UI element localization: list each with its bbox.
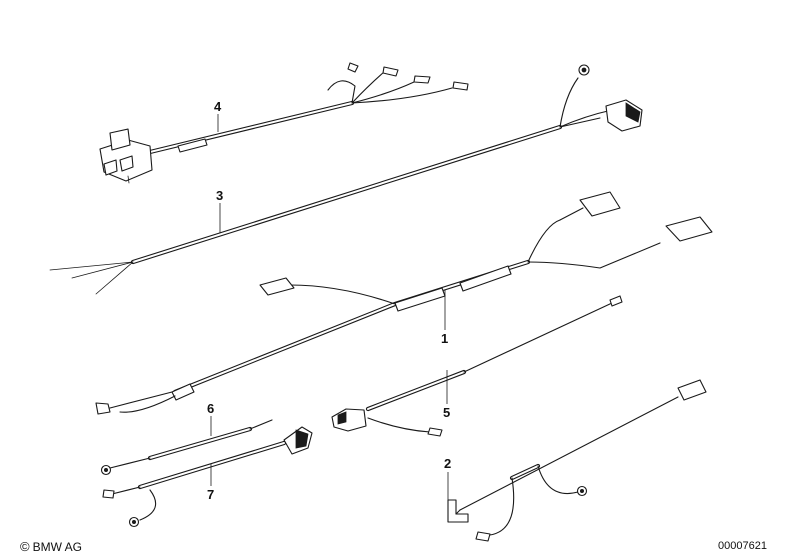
callout-5: 5 — [443, 405, 450, 420]
callout-2: 2 — [444, 456, 451, 471]
document-number: 00007621 — [718, 540, 767, 552]
brand-name: BMW AG — [32, 539, 82, 554]
wiring-harness-part-6[interactable] — [100, 419, 273, 476]
wiring-harness-part-4[interactable] — [99, 62, 469, 184]
callout-7: 7 — [207, 487, 214, 502]
leader-lines — [210, 114, 449, 500]
callout-1: 1 — [441, 331, 448, 346]
wiring-harness-part-2[interactable] — [447, 379, 707, 542]
wiring-harness-part-5[interactable] — [331, 295, 623, 437]
wiring-harness-part-1[interactable] — [95, 191, 713, 415]
copyright-symbol: © — [20, 539, 30, 554]
callout-3: 3 — [216, 188, 223, 203]
wiring-harness-part-3[interactable] — [49, 64, 643, 295]
callout-labels: 4 3 1 5 6 7 2 — [207, 99, 451, 502]
wiring-harness-part-7[interactable] — [102, 426, 313, 528]
copyright-brand: © BMW AG — [20, 539, 82, 554]
callout-4: 4 — [214, 99, 222, 114]
callout-6: 6 — [207, 401, 214, 416]
